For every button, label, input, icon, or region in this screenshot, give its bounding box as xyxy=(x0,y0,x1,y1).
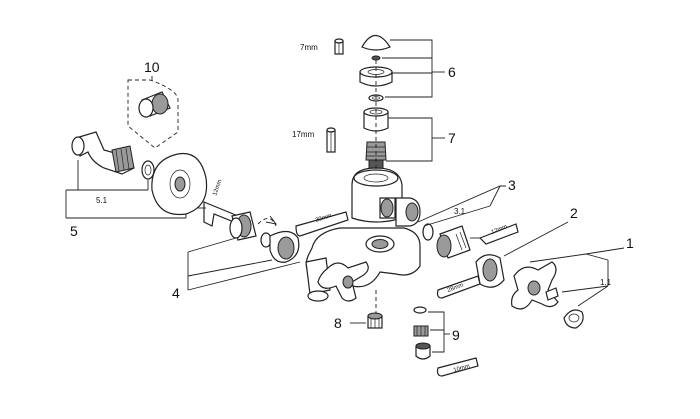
mixer-body xyxy=(305,167,421,302)
label-12mm-left: 12mm xyxy=(212,179,223,197)
callout-10: 10 xyxy=(144,59,160,75)
wrench-28mm xyxy=(436,275,481,299)
left-handle xyxy=(317,261,369,302)
callout-2: 2 xyxy=(570,205,578,221)
hex-key-12mm-right xyxy=(470,223,519,245)
hex-key-7mm xyxy=(334,38,344,55)
label-10mm: 10mm xyxy=(453,364,471,374)
label-7mm: 7mm xyxy=(300,43,318,52)
callout-4: 4 xyxy=(172,285,180,301)
part-group-3 xyxy=(417,185,506,259)
part-group-4 xyxy=(187,211,301,291)
callout-1: 1 xyxy=(626,235,634,251)
callout-8: 8 xyxy=(334,315,342,331)
callout-1-1: 1.1 xyxy=(600,278,612,287)
label-12mm-right: 12mm xyxy=(491,224,509,236)
label-30mm: 30mm xyxy=(315,213,333,224)
callout-7: 7 xyxy=(448,130,456,146)
part-group-8 xyxy=(350,312,383,329)
callout-9: 9 xyxy=(452,327,460,343)
wrench-10mm xyxy=(436,357,479,377)
label-17mm: 17mm xyxy=(292,130,315,139)
hex-key-17mm xyxy=(326,127,336,153)
callout-3-1: 3.1 xyxy=(454,207,466,216)
label-28mm: 28mm xyxy=(447,283,465,294)
part-group-5 xyxy=(65,131,208,219)
callout-6: 6 xyxy=(448,64,456,80)
callout-3: 3 xyxy=(508,177,516,193)
part-group-6 xyxy=(359,34,445,102)
part-group-9 xyxy=(413,306,450,360)
callout-5: 5 xyxy=(70,223,78,239)
wrench-30mm xyxy=(295,211,349,237)
part-group-2 xyxy=(475,221,569,288)
part-group-1 xyxy=(511,247,625,329)
part-group-10 xyxy=(127,76,179,149)
callout-5-1: 5.1 xyxy=(96,196,108,205)
